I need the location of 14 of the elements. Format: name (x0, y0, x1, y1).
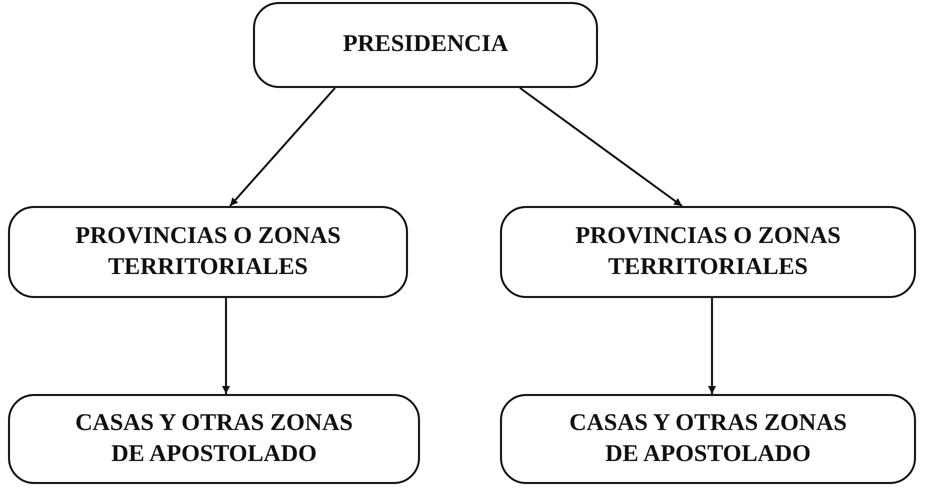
box-label: PROVINCIAS O ZONAS TERRITORIALES (574, 222, 842, 282)
rounded-box (500, 394, 916, 484)
box-label: PROVINCIAS O ZONAS TERRITORIALES (74, 222, 342, 282)
rounded-box (500, 206, 916, 298)
arrow (229, 87, 336, 207)
box-label: CASAS Y OTRAS ZONAS DE APOSTOLADO (74, 408, 354, 469)
rounded-box (8, 206, 408, 298)
arrow (708, 298, 716, 394)
box-label: PRESIDENCIA (342, 30, 508, 60)
arrow (222, 298, 230, 394)
rounded-box (253, 2, 598, 88)
box-label: CASAS Y OTRAS ZONAS DE APOSTOLADO (568, 408, 848, 469)
arrow (519, 87, 683, 207)
rounded-box (8, 394, 420, 484)
